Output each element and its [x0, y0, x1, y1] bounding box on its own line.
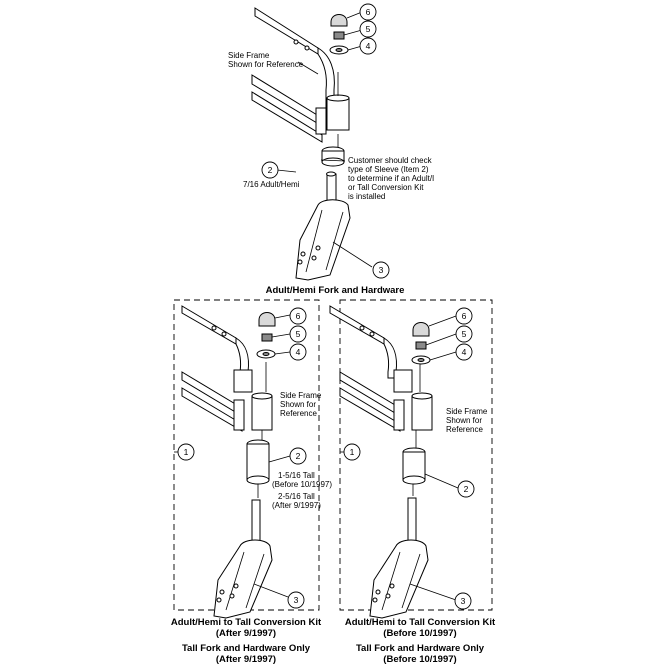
right-tall-fork	[369, 497, 429, 619]
top-note-4: or Tall Conversion Kit	[348, 183, 424, 192]
right-kit: 6 5 4 1 2 3 Side Frame Shown for Referen…	[329, 299, 496, 665]
top-callout-5: 5	[359, 20, 377, 38]
left-callout-5: 5	[289, 325, 307, 343]
top-note-2: type of Sleeve (Item 2)	[348, 165, 429, 174]
left-caption-2: (After 9/1997)	[216, 628, 276, 639]
svg-text:1: 1	[350, 447, 355, 457]
svg-text:4: 4	[366, 41, 371, 51]
svg-text:5: 5	[462, 329, 467, 339]
svg-text:4: 4	[296, 347, 301, 357]
svg-text:6: 6	[462, 311, 467, 321]
top-fork-housing	[315, 72, 350, 135]
svg-text:5: 5	[366, 24, 371, 34]
top-side-frame-label-2: Shown for Reference	[228, 60, 304, 69]
right-callout-6: 6	[455, 307, 473, 325]
svg-text:5: 5	[296, 329, 301, 339]
left-callout-2: 2	[289, 447, 307, 465]
right-caption-1: Adult/Hemi to Tall Conversion Kit	[345, 617, 496, 628]
right-callout-5: 5	[455, 325, 473, 343]
top-sleeve-size: 7/16 Adult/Hemi	[243, 180, 300, 189]
left-callout-1: 1	[177, 443, 195, 461]
right-dust-cap	[412, 322, 430, 337]
top-note-3: to determine if an Adult/I	[348, 174, 434, 183]
left-dust-cap	[258, 312, 276, 327]
svg-text:6: 6	[296, 311, 301, 321]
left-size1-line1: 1-5/16 Tall	[278, 471, 315, 480]
left-callout-6: 6	[289, 307, 307, 325]
right-callout-3: 3	[454, 592, 472, 610]
right-tall-sleeve	[402, 430, 426, 496]
top-note-5: is installed	[348, 192, 385, 201]
top-callout-4: 4	[359, 37, 377, 55]
lock-nut	[333, 31, 345, 40]
right-side-frame-label-2: Shown for	[446, 416, 482, 425]
right-callout-2: 2	[457, 480, 475, 498]
top-caption: Adult/Hemi Fork and Hardware	[266, 285, 405, 296]
svg-text:3: 3	[294, 595, 299, 605]
left-side-frame	[181, 305, 249, 432]
svg-text:2: 2	[268, 165, 273, 175]
svg-text:3: 3	[461, 596, 466, 606]
left-caption-4: (After 9/1997)	[216, 654, 276, 665]
top-note-1: Customer should check	[348, 156, 433, 165]
top-callout-6: 6	[359, 3, 377, 21]
left-caption-1: Adult/Hemi to Tall Conversion Kit	[171, 617, 322, 628]
right-fork-housing	[393, 362, 433, 431]
top-side-frame-label-1: Side Frame	[228, 51, 270, 60]
right-caption-2: (Before 10/1997)	[383, 628, 456, 639]
right-caption-4: (Before 10/1997)	[383, 654, 456, 665]
left-tall-fork	[213, 499, 273, 619]
left-side-frame-label-3: Reference	[280, 409, 317, 418]
left-side-frame-label-1: Side Frame	[280, 391, 322, 400]
right-callout-4: 4	[455, 343, 473, 361]
right-caption-3: Tall Fork and Hardware Only	[356, 643, 485, 654]
left-size2-line1: 2-5/16 Tall	[278, 492, 315, 501]
left-fork-housing	[233, 362, 273, 431]
left-tall-sleeve	[246, 430, 270, 498]
left-callout-4: 4	[289, 343, 307, 361]
svg-text:2: 2	[296, 451, 301, 461]
right-side-frame-label-1: Side Frame	[446, 407, 488, 416]
dust-cap	[330, 14, 348, 27]
left-kit: 6 5 4 1 2 3 Side Frame Shown for Referen…	[171, 299, 332, 665]
svg-text:6: 6	[366, 7, 371, 17]
svg-text:3: 3	[379, 265, 384, 275]
svg-text:1: 1	[184, 447, 189, 457]
top-fork	[295, 171, 351, 281]
right-side-frame-label-3: Reference	[446, 425, 483, 434]
top-callout-2: 2	[261, 161, 279, 179]
right-side-frame	[329, 305, 401, 432]
right-callout-1: 1	[343, 443, 361, 461]
left-hardware-stack	[256, 312, 276, 359]
left-lock-nut	[261, 333, 273, 342]
left-caption-3: Tall Fork and Hardware Only	[182, 643, 311, 654]
left-size2-line2: (After 9/1997)	[272, 501, 321, 510]
right-lock-nut	[415, 341, 427, 350]
left-size1-line2: (Before 10/1997)	[272, 480, 332, 489]
left-kit-dashed-box	[173, 299, 320, 611]
right-kit-dashed-box	[339, 299, 493, 611]
left-callout-3: 3	[287, 591, 305, 609]
svg-text:4: 4	[462, 347, 467, 357]
top-assembly: 6 5 4 2 3 Side Frame Shown for Reference…	[228, 3, 434, 296]
left-side-frame-label-2: Shown for	[280, 400, 316, 409]
svg-text:2: 2	[464, 484, 469, 494]
right-hardware-stack	[411, 322, 431, 365]
top-callout-3: 3	[372, 261, 390, 279]
